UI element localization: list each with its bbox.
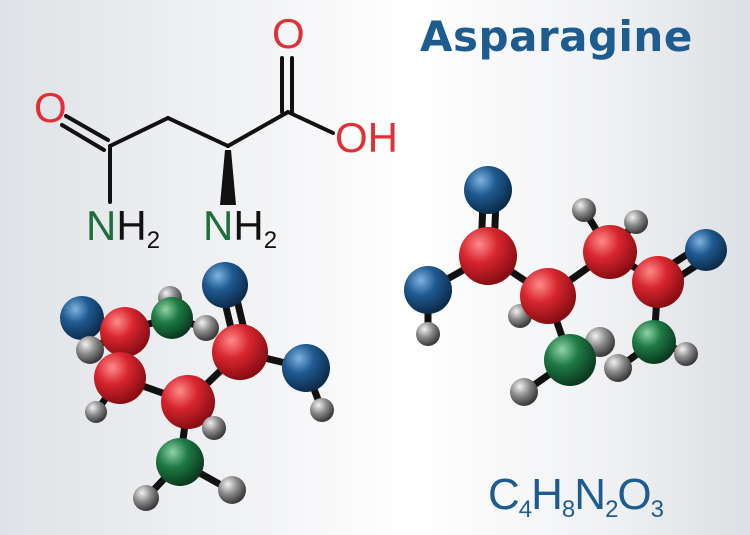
hydrogen-atom — [76, 336, 104, 364]
formula-n-n: 2 — [605, 496, 618, 523]
bond-c3-c4 — [226, 110, 290, 148]
hydrogen-atom — [572, 198, 596, 222]
amide-sub: 2 — [147, 227, 160, 254]
wedge-bond — [220, 150, 236, 205]
oxygen-atom — [202, 262, 248, 308]
oh-label: OH — [335, 114, 398, 161]
hydrogen-atom — [624, 210, 648, 234]
bond-c4-oh — [286, 110, 335, 135]
nitrogen-atom — [151, 297, 193, 339]
formula-n-o: 3 — [650, 496, 664, 523]
carbon-atom — [161, 375, 215, 429]
hydrogen-atom — [202, 416, 226, 440]
formula-el-o: O — [617, 470, 651, 519]
oxygen-label-top: O — [272, 10, 305, 57]
bond-c1-o-double-b — [60, 123, 106, 152]
carbon-atom — [632, 256, 684, 308]
formula-n-c: 4 — [518, 496, 532, 523]
hydrogen-atom — [218, 476, 246, 504]
oxygen-atom — [404, 266, 452, 314]
nitrogen-atom — [156, 438, 204, 486]
amine-h: H — [233, 202, 263, 249]
formula-el-c: C — [488, 470, 520, 519]
hydrogen-atom — [604, 354, 632, 382]
hydrogen-atom — [510, 378, 538, 406]
carbon-atom — [212, 324, 268, 380]
molecular-formula: C4H8N2O3 — [488, 470, 664, 524]
amine-n: N — [203, 202, 233, 249]
amide-h: H — [116, 202, 146, 249]
bond-c1-c2 — [108, 116, 170, 148]
carbon-atom — [583, 225, 637, 279]
formula-el-n: N — [574, 470, 606, 519]
formula-n-h: 8 — [561, 496, 575, 523]
oxygen-atom — [685, 229, 727, 271]
amine-label: NH2 — [203, 202, 277, 254]
carbon-atom — [459, 227, 517, 285]
amide-label: NH2 — [86, 202, 160, 254]
oxygen-atom — [60, 296, 104, 340]
bond-c1-o-double-a — [64, 114, 110, 142]
nitrogen-atom — [544, 334, 596, 386]
hydrogen-atom — [85, 401, 107, 423]
hydrogen-atom — [674, 342, 698, 366]
carbon-atom — [100, 307, 150, 357]
hydrogen-atom — [133, 485, 159, 511]
hydrogen-atom — [416, 322, 440, 346]
hydrogen-atom — [310, 398, 334, 422]
formula-el-h: H — [531, 470, 563, 519]
carbon-atom — [520, 268, 576, 324]
amide-n: N — [86, 202, 116, 249]
bond-c2-c3 — [166, 116, 230, 148]
oxygen-atom — [282, 344, 330, 392]
oxygen-label-left: O — [34, 84, 67, 131]
amine-sub: 2 — [264, 227, 277, 254]
carbon-atom — [94, 352, 146, 404]
oxygen-atom — [464, 166, 512, 214]
oh-text: OH — [335, 114, 398, 161]
nitrogen-atom — [632, 320, 676, 364]
title: Asparagine — [420, 12, 693, 61]
hydrogen-atom — [193, 315, 219, 341]
